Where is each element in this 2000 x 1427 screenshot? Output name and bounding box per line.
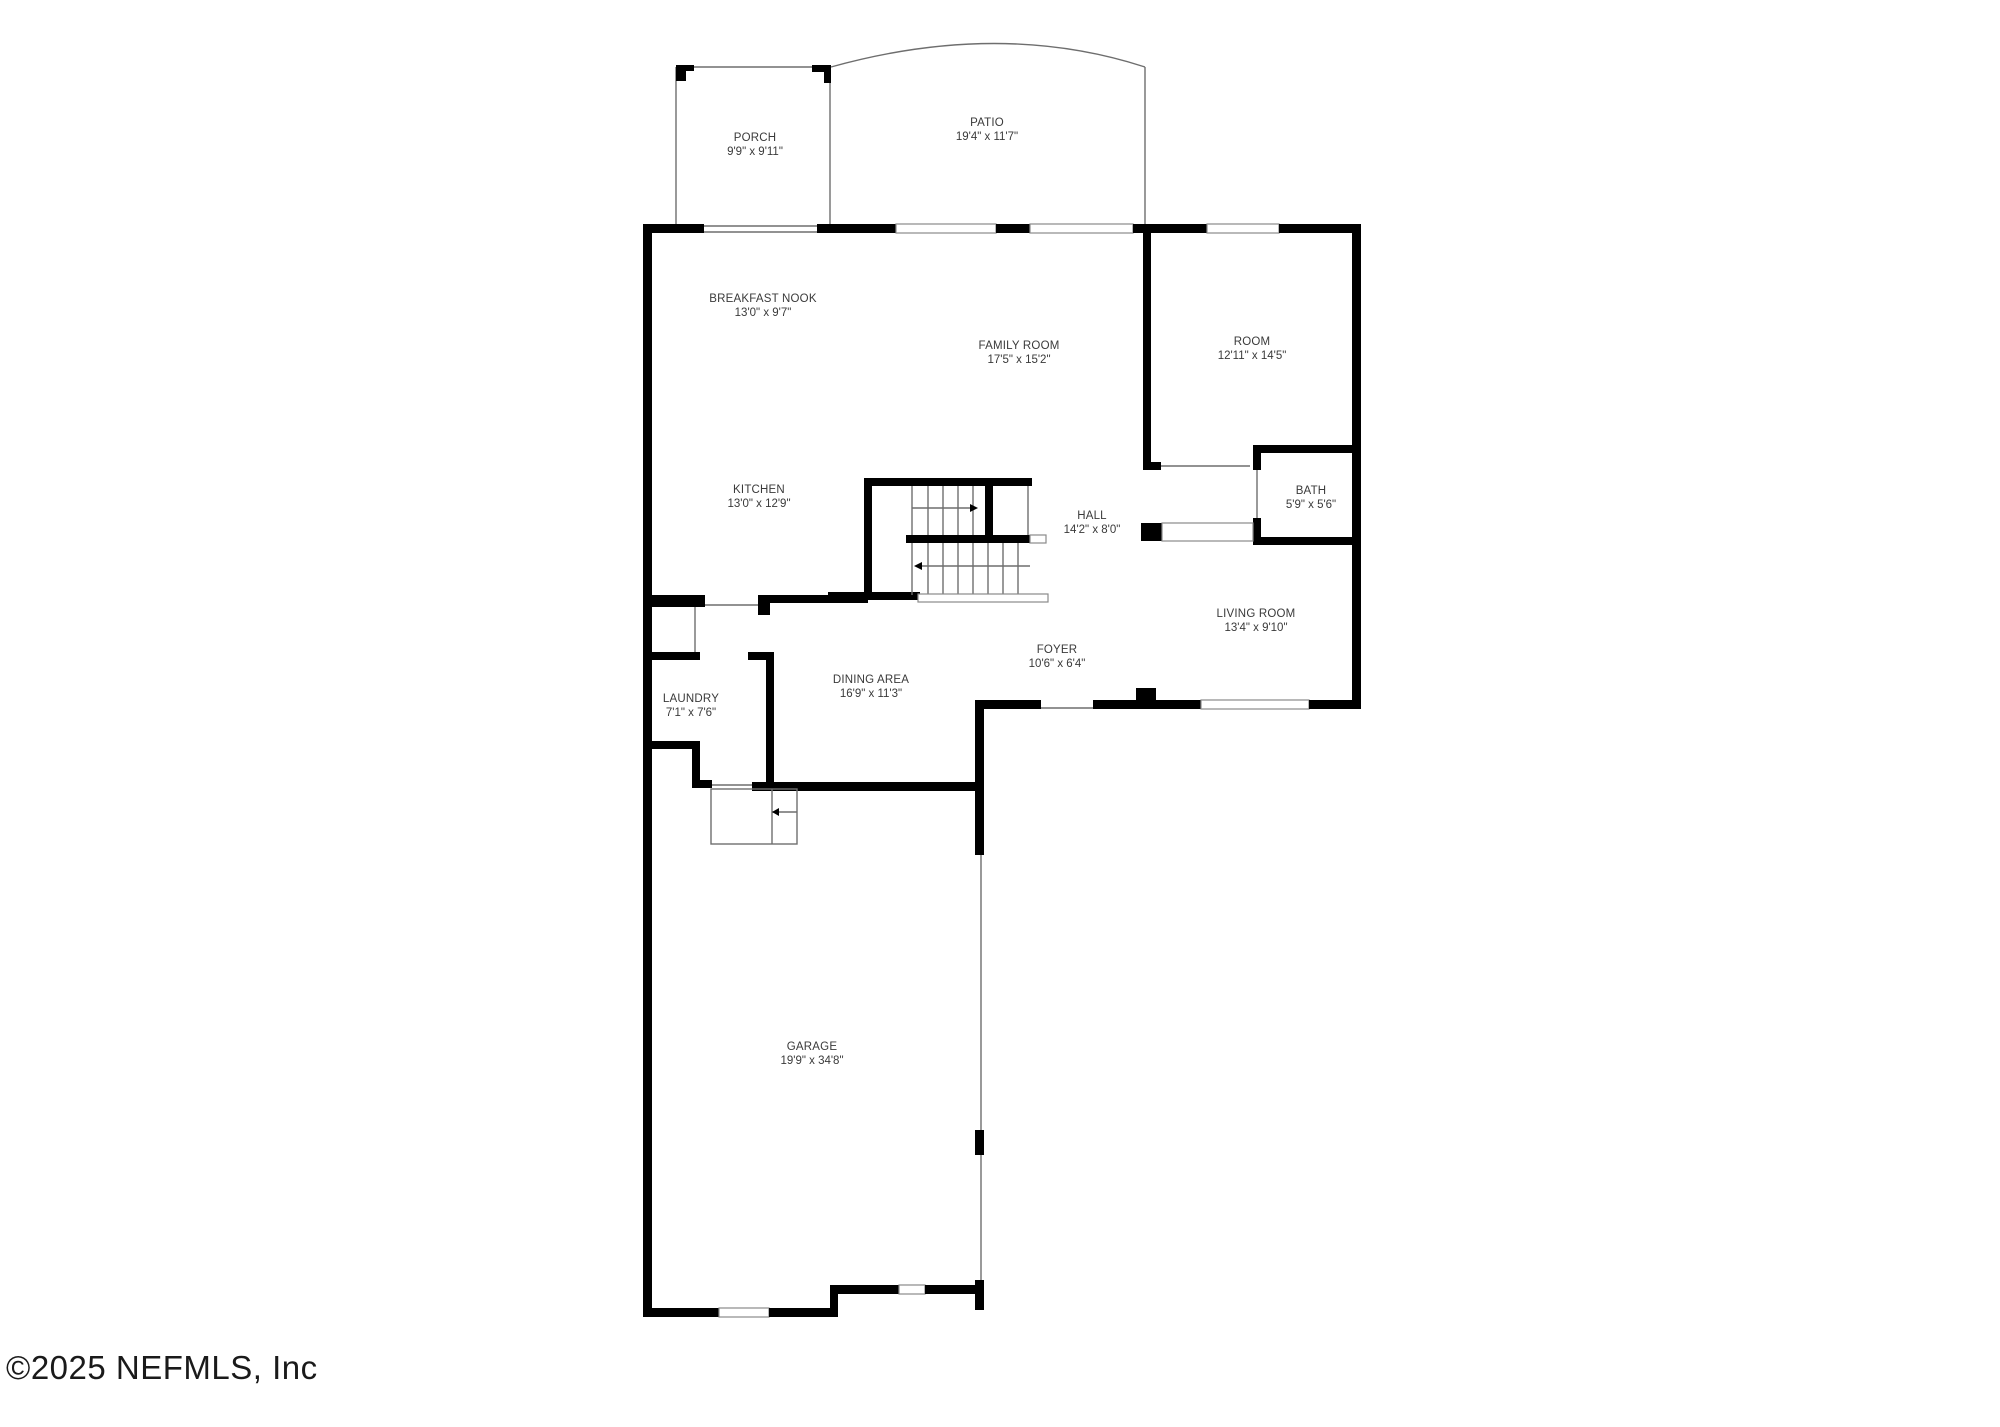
garage-step [710,788,798,845]
room-label-patio: PATIO 19'4" x 11'7" [955,117,1019,144]
porch-outline [675,65,831,228]
room-label-porch: PORCH 9'9" x 9'11" [727,132,783,159]
room-label-room: ROOM 12'11" x 14'5" [1217,336,1287,363]
room-label-dining-area: DINING AREA 16'9" x 11'3" [832,674,910,701]
room-label-laundry: LAUNDRY 7'1" x 7'6" [662,693,720,720]
room-label-bath: BATH 5'9" x 5'6" [1285,485,1337,512]
room-label-hall: HALL 14'2" x 8'0" [1063,510,1121,537]
room-label-foyer: FOYER 10'6" x 6'4" [1028,644,1086,671]
copyright-notice: ©2025 NEFMLS, Inc [6,1349,318,1386]
exterior-walls [643,223,1361,1318]
room-label-breakfast-nook: BREAKFAST NOOK 13'0" x 9'7" [709,293,817,320]
room-label-kitchen: KITCHEN 13'0" x 12'9" [727,484,791,511]
patio-outline [830,42,1146,228]
room-label-family-room: FAMILY ROOM 17'5" x 15'2" [978,340,1060,367]
staircase [911,486,1049,603]
room-label-living-room: LIVING ROOM 13'4" x 9'10" [1216,608,1296,635]
room-label-garage: GARAGE 19'9" x 34'8" [780,1041,844,1068]
